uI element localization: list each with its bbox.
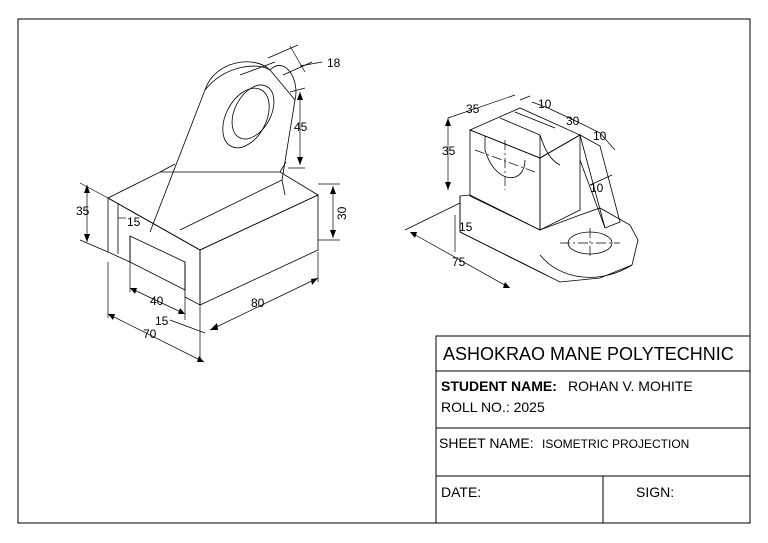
- sheet-name: ISOMETRIC PROJECTION: [542, 437, 689, 451]
- dim-10-rib: 10: [590, 181, 604, 195]
- dim-30: 30: [335, 206, 349, 220]
- dim-35-top: 35: [466, 102, 480, 116]
- sign-label: SIGN:: [636, 484, 674, 500]
- institute-name: ASHOKRAO MANE POLYTECHNIC: [443, 344, 734, 364]
- dim-10-right: 10: [593, 129, 607, 143]
- dim-15-step: 15: [127, 215, 141, 229]
- dim-30-top: 30: [566, 114, 580, 128]
- dim-18: 18: [327, 56, 341, 70]
- right-isometric-object: 35 10 30 10 35 10 15 75: [404, 94, 639, 289]
- student-name: ROHAN V. MOHITE: [568, 378, 693, 394]
- dim-75: 75: [452, 255, 466, 269]
- dim-15-notch: 15: [155, 314, 169, 328]
- roll-number: ROLL NO.: 2025: [441, 399, 545, 415]
- left-isometric-object: 18 45 35 15 30 40 80 15 70: [76, 44, 349, 363]
- dim-80: 80: [251, 296, 265, 310]
- dim-70: 70: [143, 327, 157, 341]
- student-name-label: STUDENT NAME:: [441, 378, 557, 394]
- dim-10-top: 10: [538, 97, 552, 111]
- dim-45: 45: [294, 120, 308, 134]
- title-block: ASHOKRAO MANE POLYTECHNIC STUDENT NAME: …: [435, 335, 751, 524]
- sheet-name-label: SHEET NAME:: [439, 435, 534, 451]
- sheet-border: [17, 18, 751, 524]
- dim-40: 40: [150, 294, 164, 308]
- dim-15-base: 15: [459, 220, 473, 234]
- dim-35-side: 35: [442, 144, 456, 158]
- dim-35-left: 35: [76, 204, 90, 218]
- date-label: DATE:: [441, 484, 481, 500]
